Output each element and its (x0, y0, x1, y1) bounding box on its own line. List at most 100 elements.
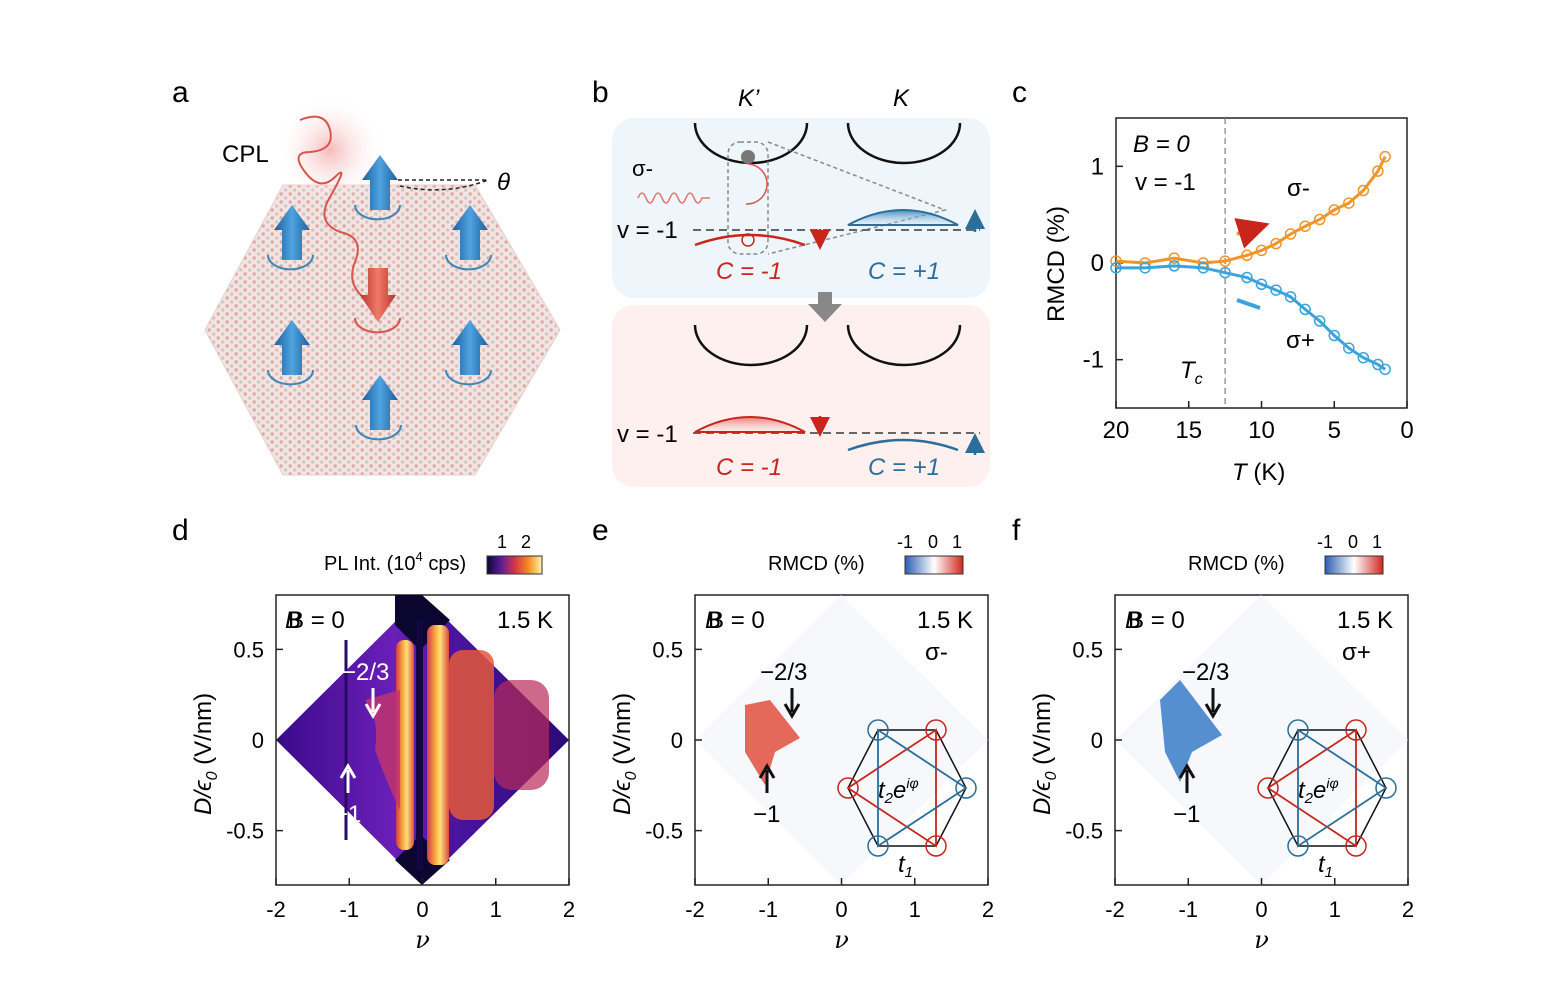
map-ytick-label-f: -0.5 (1065, 819, 1103, 844)
panel-e-temp-label: 1.5 K (917, 607, 973, 634)
panel-d-arrow-23 (364, 688, 382, 719)
panel-e-cbar-tick-3: 1 (952, 532, 962, 552)
excitation-loop (745, 163, 768, 205)
panel-f-cbar-tick-2: 0 (1348, 532, 1358, 552)
panel-c-xtick-label: 15 (1175, 417, 1202, 444)
map-ytick-label-d: 0.5 (233, 637, 264, 662)
panel-d-temp-label: 1.5 K (497, 607, 553, 634)
panel-label-e: e (592, 514, 609, 547)
map-xlabel-d: ν (415, 926, 430, 954)
panel-c-data-point (1110, 255, 1122, 267)
tilt-angle-arc (398, 179, 489, 191)
panel-c-data-point (1255, 278, 1268, 291)
panel-f-b-label: BB = 0 (1125, 607, 1185, 634)
chern-label-right-bottom: C = +1 (868, 454, 940, 481)
panel-c-xtick-label: 10 (1248, 417, 1275, 444)
panel-e-cbar-tick-2: 0 (928, 532, 938, 552)
panel-c-xlabel: T (K) (1232, 459, 1285, 486)
hop-t2-label-f: t2eiφ (1298, 775, 1339, 807)
panel-c-frame (1115, 117, 1408, 409)
panel-e-colorbar (904, 555, 964, 575)
cpl-glow (275, 95, 385, 205)
panel-d-colorbar (486, 555, 543, 575)
map-xtick-label-e: 1 (909, 897, 921, 922)
panel-d-cbar-tick-2: 2 (521, 532, 531, 552)
map-xlabel-f: ν (1254, 926, 1269, 954)
panel-c-data-point (1357, 351, 1370, 364)
rmcd-diamond-e (695, 595, 988, 885)
panel-c-xtick-label: 0 (1400, 417, 1413, 444)
map-ytick-label-f: 0 (1091, 728, 1103, 753)
spin-arrow-upper-right (445, 205, 492, 271)
panel-c-data-point (1270, 284, 1282, 296)
spin-arrow-top (354, 155, 401, 221)
cpl-label: CPL (222, 141, 269, 168)
electron-icon (741, 150, 755, 164)
valley-label-kprime: K’ (738, 85, 760, 112)
panel-c-ytick-label: -1 (1083, 347, 1104, 374)
panel-f-pol-label: σ+ (1342, 639, 1371, 666)
panel-e-cbar-label: RMCD (%) (768, 553, 865, 575)
spin-arrow-lower-left (267, 320, 314, 386)
panel-f-colorbar (1324, 555, 1384, 575)
panel-label-b: b (592, 76, 609, 109)
panel-label-d: d (172, 514, 189, 547)
map-xtick-label-d: 1 (490, 897, 502, 922)
site-red-3-e (837, 777, 859, 799)
panel-d-cbar-tick-1: 1 (497, 532, 507, 552)
panel-e-b-label: BB = 0 (705, 607, 765, 634)
map-ytick-label-d: -0.5 (226, 819, 264, 844)
valley-label-k: K (893, 85, 910, 112)
map-xtick-label-f: 1 (1329, 897, 1341, 922)
rmcd-diamond-f (1115, 595, 1408, 885)
panel-c-data-point (1284, 228, 1297, 240)
chern-label-left-bottom: C = -1 (716, 454, 782, 481)
panel-f-cbar-tick-3: 1 (1372, 532, 1382, 552)
hole-icon (741, 233, 755, 247)
panel-c-data-point (1357, 184, 1370, 197)
panel-f-temp-label: 1.5 K (1337, 607, 1393, 634)
site-red-1-f (1345, 719, 1367, 741)
sigma-wave (637, 192, 710, 204)
pl-orange-region (449, 650, 494, 820)
spin-arrow-upper-left (267, 205, 314, 271)
panel-e-cbar-tick-1: -1 (897, 532, 913, 552)
panel-f-arrow-23 (1204, 688, 1222, 719)
panel-e-arrow-23 (783, 688, 801, 719)
site-blue-1-e (867, 719, 889, 741)
panel-c-arrow-sigma-minus (1234, 218, 1270, 249)
panel-d-ann-23: −2/3 (342, 659, 389, 686)
panel-e-arrow-1 (758, 763, 776, 793)
map-xtick-label-e: -2 (685, 897, 705, 922)
panel-c-data-point (1168, 260, 1180, 272)
rmcd-signal-f (1160, 680, 1222, 782)
panel-d-arrow-1 (339, 763, 357, 793)
panel-c-ylabel: RMCD (%) (1043, 206, 1070, 322)
panel-c-series-line-sigma-minus (1115, 155, 1387, 265)
hopping-diagram-e: t2eiφ t1 (837, 719, 977, 881)
band-cminus-bottom (694, 416, 806, 433)
panel-d-cbar-label: PL Int. (104 cps) (324, 549, 466, 575)
nu-label-top: v = -1 (617, 217, 678, 244)
cpl-helix (297, 115, 371, 303)
site-blue-2-f (1375, 777, 1397, 799)
pl-red-region (494, 680, 549, 790)
panel-c-data-point (1110, 262, 1122, 274)
hop-t1-label-e: t1 (898, 851, 913, 881)
panel-c-tc-label: Tc (1180, 357, 1203, 388)
site-blue-1-f (1287, 719, 1309, 741)
panel-c-data-point (1343, 197, 1355, 209)
panel-c-sigma-minus-label: σ- (1287, 175, 1310, 202)
site-red-2-e (925, 835, 947, 857)
panel-c-data-point (1379, 363, 1391, 376)
map-ylabel-e: D/ϵ0 (V/nm) (609, 693, 640, 815)
valley-k-bottom (846, 324, 962, 367)
panel-label-a: a (172, 76, 189, 109)
panel-f-cbar-label: RMCD (%) (1188, 553, 1285, 575)
hopping-diagram-f: t2eiφ t1 (1257, 719, 1397, 881)
nu-label-bottom: v = -1 (617, 421, 678, 448)
panel-c-data-point (1219, 255, 1231, 267)
panel-c-data-point (1328, 329, 1340, 342)
panel-c-b-label: B = 0 (1133, 131, 1190, 158)
